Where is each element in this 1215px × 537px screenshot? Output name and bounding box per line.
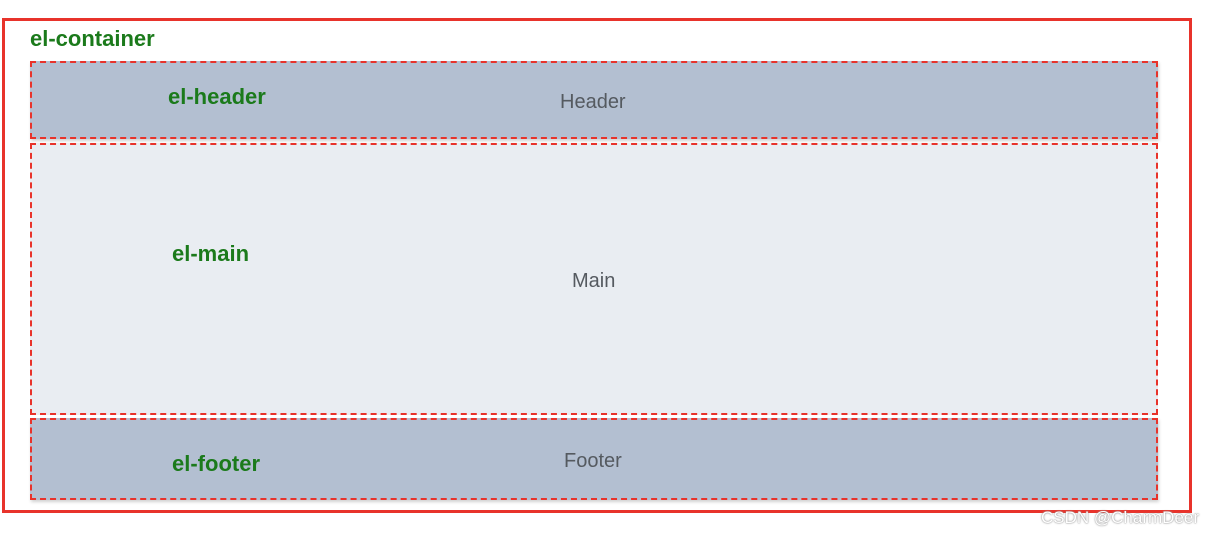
footer-text: Footer: [564, 450, 622, 472]
header-region: Header: [30, 61, 1158, 139]
el-container-box: [2, 18, 1192, 513]
el-main-label: el-main: [172, 241, 250, 266]
header-text: Header: [560, 91, 626, 113]
el-container-label: el-container: [30, 26, 155, 51]
footer-region: Footer: [30, 418, 1158, 500]
main-text: Main: [572, 270, 616, 292]
watermark: CSDN @CharmDeer: [1040, 508, 1199, 527]
el-header-label: el-header: [168, 84, 266, 109]
main-region: Main: [30, 143, 1158, 415]
el-footer-label: el-footer: [172, 451, 260, 476]
